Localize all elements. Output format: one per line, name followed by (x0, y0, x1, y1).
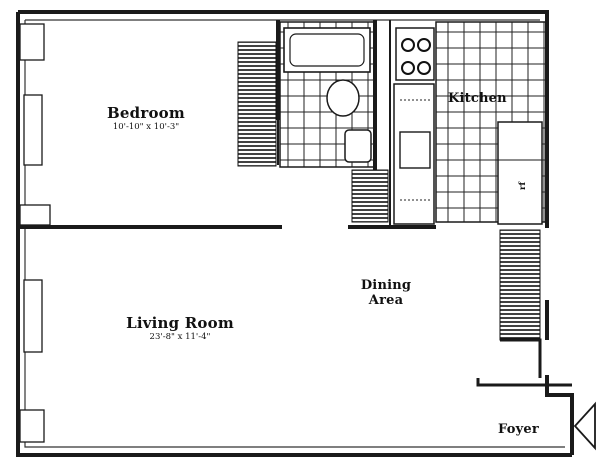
foyer-walls (476, 338, 572, 387)
kitchen-sink (399, 131, 431, 169)
sink (344, 129, 372, 163)
refrigerator-tag: rf (518, 181, 528, 190)
dining-name-2: Area (368, 293, 404, 308)
toilet (326, 79, 360, 117)
dining-name-1: Dining (360, 278, 412, 293)
living-room-name: Living Room (126, 314, 234, 332)
kitchen-name: Kitchen (448, 91, 507, 106)
bedroom-name: Bedroom (107, 104, 185, 122)
living-room-label: Living Room 23'-8" x 11'-4" (122, 314, 238, 342)
bedroom-label: Bedroom 10'-10" x 10'-3" (96, 104, 196, 132)
living-room-dims: 23'-8" x 11'-4" (149, 332, 211, 342)
bathroom (279, 21, 376, 168)
foyer-name: Foyer (498, 422, 539, 437)
dining-label: Dining Area (356, 278, 416, 308)
refrigerator-label: rf (510, 182, 529, 190)
kitchen (393, 21, 547, 225)
kitchen-label: Kitchen (448, 87, 507, 106)
refrigerator (497, 121, 543, 225)
windows (19, 23, 51, 443)
foyer-label: Foyer (498, 418, 539, 437)
closets (237, 41, 541, 341)
bedroom-dims: 10'-10" x 10'-3" (112, 122, 180, 132)
entry-arrow-icon (573, 401, 596, 451)
